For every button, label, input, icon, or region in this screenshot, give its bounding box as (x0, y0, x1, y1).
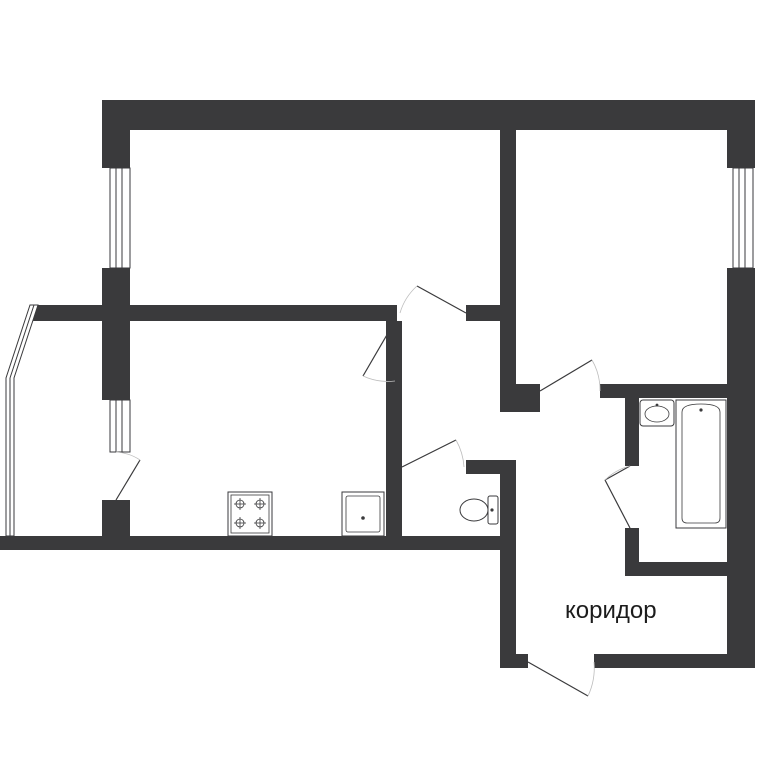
kitchen-sink-icon (341, 491, 385, 537)
window-kitchen (109, 399, 131, 453)
wall-between-rooms (500, 130, 516, 412)
wall-bottom-left (0, 536, 516, 550)
door-bathroom (604, 465, 631, 529)
wall-room2-bottom-left (500, 384, 540, 412)
bathtub-icon (675, 399, 727, 529)
wall-top (102, 100, 755, 130)
walls (0, 100, 755, 668)
wall-bath-bottom (625, 562, 727, 576)
toilet-icon (459, 495, 499, 525)
wall-kitchen-right-lower (386, 379, 402, 539)
door-balcony (115, 451, 141, 501)
wall-room1-bottom-stub (466, 305, 500, 321)
window-room2 (732, 167, 754, 269)
wall-left-upper (102, 130, 130, 168)
door-room2 (539, 359, 601, 392)
wall-corridor-bottom-left (500, 654, 528, 668)
wall-corridor-bottom-right (594, 654, 755, 668)
windows (5, 167, 754, 537)
wall-left-middle (102, 268, 130, 400)
window-balcony (5, 304, 39, 537)
wall-corridor-left (500, 536, 516, 668)
corridor-label: коридор (565, 597, 657, 624)
wall-room2-bottom-right (600, 384, 727, 398)
wall-kitchen-right (386, 321, 402, 379)
wall-right-lower (727, 268, 755, 668)
window-room1 (109, 167, 131, 269)
wall-room1-bottom (30, 305, 397, 321)
bathroom-sink-icon (639, 399, 675, 427)
fixtures (227, 399, 727, 537)
door-toilet (401, 439, 465, 468)
door-kitchen (362, 320, 396, 382)
wall-right-upper (727, 130, 755, 168)
doors (115, 285, 631, 697)
stove-icon (227, 491, 273, 537)
wall-bath-left-upper (625, 398, 639, 466)
door-entrance (527, 661, 595, 697)
wall-toilet-right (500, 460, 516, 550)
door-room1 (399, 285, 467, 314)
